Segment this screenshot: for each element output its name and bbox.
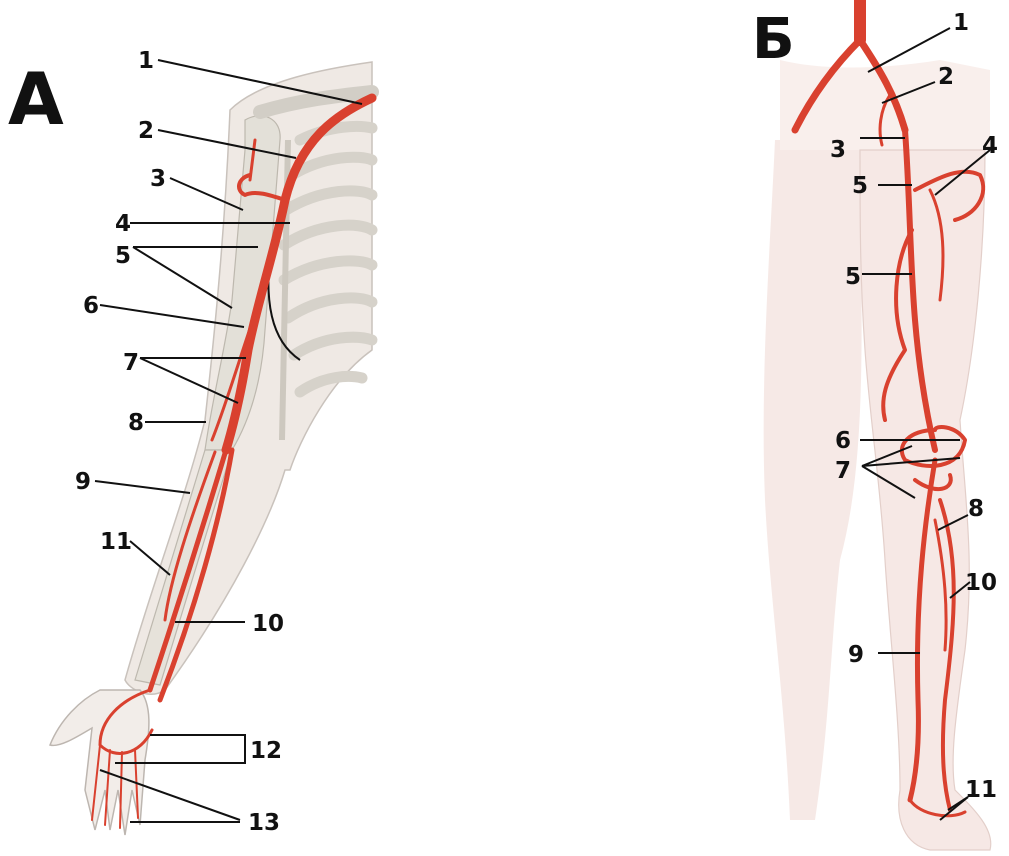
leg-illustration (764, 0, 991, 850)
label-b-2: 2 (938, 64, 954, 90)
label-a-6: 6 (83, 293, 99, 319)
label-b-9: 9 (848, 642, 864, 668)
panel-a-letter: А (8, 57, 64, 141)
label-b-8: 8 (968, 496, 984, 522)
arm-illustration (50, 62, 372, 835)
label-a-9: 9 (75, 469, 91, 495)
panel-a: А (8, 48, 372, 836)
label-a-11: 11 (100, 529, 132, 555)
label-b-3: 3 (830, 137, 846, 163)
label-b-5-upper: 5 (852, 173, 868, 199)
label-a-2: 2 (138, 118, 154, 144)
label-b-5-lower: 5 (845, 264, 861, 290)
label-b-10: 10 (965, 570, 997, 596)
label-a-10: 10 (252, 611, 284, 637)
label-a-13: 13 (248, 810, 280, 836)
label-b-4: 4 (982, 133, 998, 159)
panel-b: Б (752, 0, 998, 850)
label-a-12: 12 (250, 738, 282, 764)
label-b-6: 6 (835, 428, 851, 454)
label-a-3: 3 (150, 166, 166, 192)
label-a-5: 5 (115, 243, 131, 269)
label-a-7: 7 (123, 350, 139, 376)
label-b-7: 7 (835, 458, 851, 484)
label-a-1: 1 (138, 48, 154, 74)
label-a-4: 4 (115, 211, 131, 237)
label-b-1: 1 (953, 10, 969, 36)
label-b-11: 11 (965, 777, 997, 803)
label-a-8: 8 (128, 410, 144, 436)
